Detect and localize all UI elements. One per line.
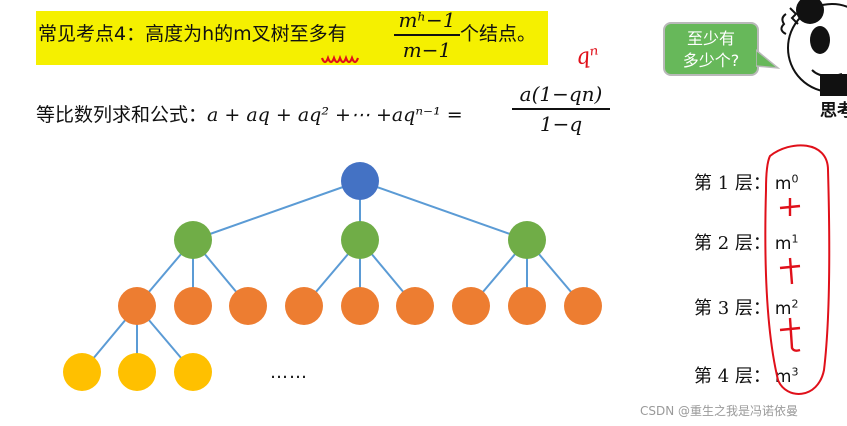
- plus-mark-1: [780, 198, 800, 216]
- plus-mark-2: [780, 258, 800, 284]
- annotation-oval: [765, 145, 829, 394]
- plus-mark-3: [780, 318, 800, 351]
- csdn-watermark: CSDN @重生之我是冯诺依曼: [640, 402, 798, 419]
